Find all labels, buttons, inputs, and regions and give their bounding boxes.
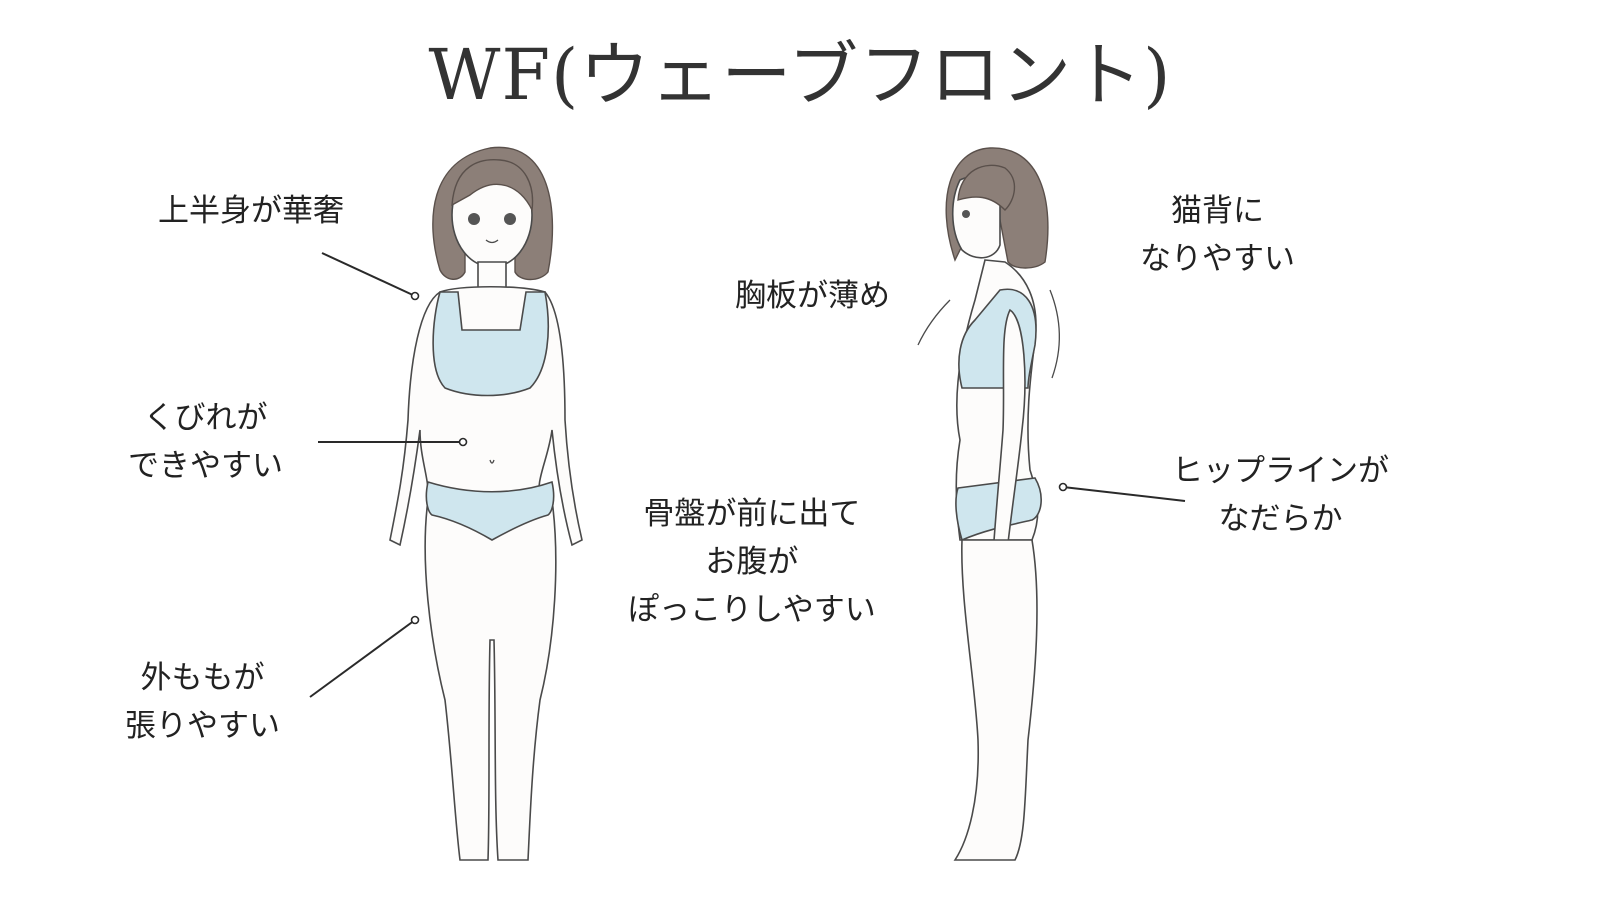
front-briefs [425,480,555,541]
front-legs [424,499,557,861]
label-round-back: 猫背に なりやすい [1140,193,1295,277]
label-outer-thigh: 外ももが 張りやすい [125,660,280,744]
side-legs [953,539,1038,861]
label-hip-line: ヒップラインが なだらか [1172,453,1389,537]
label-pelvis: 骨盤が前に出て お腹が ぽっこりしやすい [628,496,876,628]
label-upper-body: 上半身が華奢 [158,193,344,229]
front-figure [389,146,583,861]
label-waist: くびれが できやすい [128,400,283,484]
leader-hip-line [1062,486,1186,502]
leader-outer-thigh [309,619,416,698]
front-top [432,291,550,397]
side-figure [917,147,1060,861]
leader-upper-body [321,252,416,297]
page-title: WF(ウェーブフロント) [428,34,1172,116]
leader-lines [309,252,1186,698]
label-chest: 胸板が薄め [735,278,890,314]
